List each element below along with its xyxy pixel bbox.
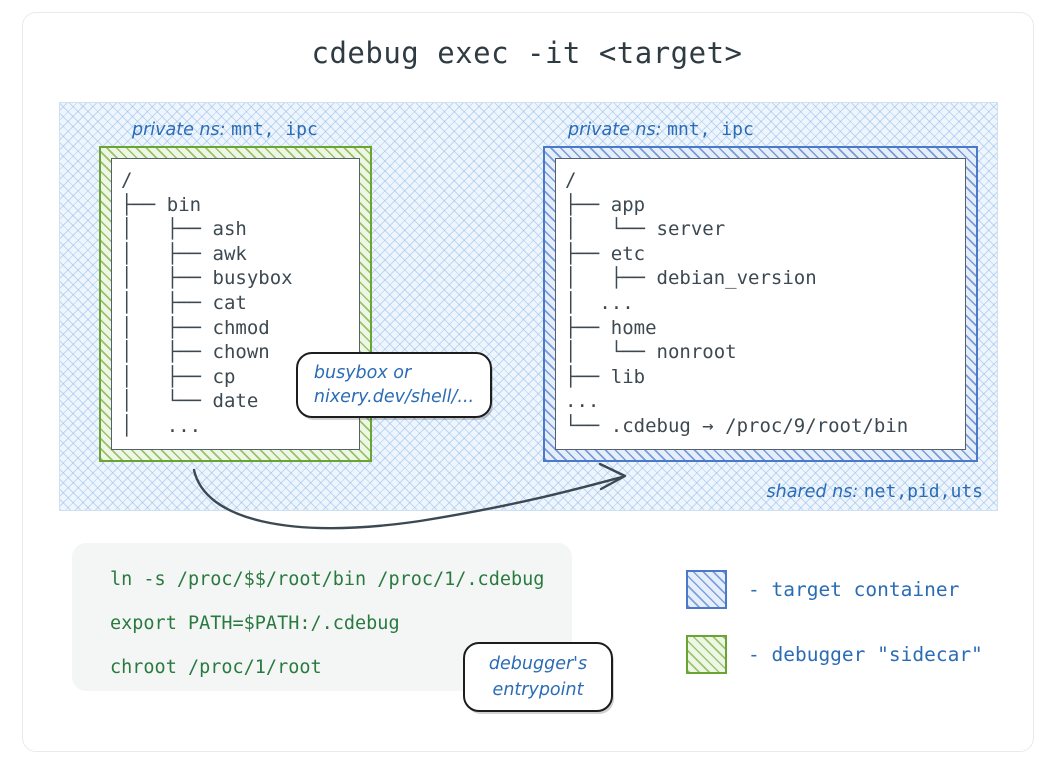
entrypoint-callout-text: debugger's entrypoint <box>488 654 588 700</box>
legend-label-target-container: - target container <box>748 578 960 601</box>
target-inner-panel <box>555 158 966 450</box>
target-ns-prefix: private ns: <box>568 120 668 140</box>
debugger-private-ns-label: private ns: mnt, ipc <box>132 119 318 140</box>
target-container-box: / ├── app │ └── server ├── etc │ ├── deb… <box>543 146 978 462</box>
shared-ns-value: net,pid,uts <box>863 481 983 502</box>
code-line-1: ln -s /proc/$$/root/bin /proc/1/.cdebug <box>110 569 545 590</box>
legend-label-debugger-sidecar: - debugger "sidecar" <box>748 643 983 666</box>
legend-swatch-target-container-icon <box>686 570 727 609</box>
legend-item-target-container: - target container <box>686 570 959 609</box>
legend-item-debugger-sidecar: - debugger "sidecar" <box>686 635 983 674</box>
busybox-callout-text: busybox or nixery.dev/shell/... <box>313 363 475 407</box>
diagram-title: cdebug exec -it <target> <box>311 36 743 70</box>
legend-swatch-debugger-sidecar-icon <box>686 635 727 674</box>
debugger-ns-value: mnt, ipc <box>231 119 318 140</box>
busybox-callout-bubble: busybox or nixery.dev/shell/... <box>296 352 492 418</box>
entrypoint-callout-bubble: debugger's entrypoint <box>463 642 613 712</box>
debugger-ns-prefix: private ns: <box>132 120 232 140</box>
target-ns-value: mnt, ipc <box>667 119 754 140</box>
code-line-3: chroot /proc/1/root <box>110 657 322 678</box>
debugger-sidecar-box: / ├── bin │ ├── ash │ ├── awk │ ├── busy… <box>99 146 372 462</box>
shared-ns-label: shared ns: net,pid,uts <box>767 481 983 502</box>
code-line-2: export PATH=$PATH:/.cdebug <box>110 613 400 634</box>
target-private-ns-label: private ns: mnt, ipc <box>568 119 754 140</box>
shared-ns-prefix: shared ns: <box>766 482 864 502</box>
debugger-filesystem-tree: / ├── bin │ ├── ash │ ├── awk │ ├── busy… <box>121 169 293 437</box>
target-filesystem-tree: / ├── app │ └── server ├── etc │ ├── deb… <box>565 169 909 437</box>
